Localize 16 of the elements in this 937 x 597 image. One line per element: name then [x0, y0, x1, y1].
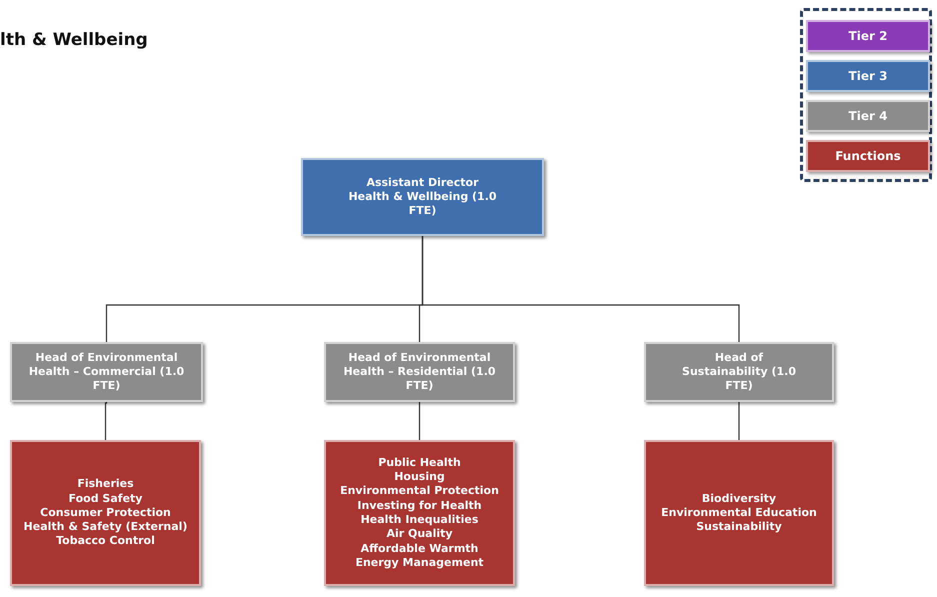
connector-line — [422, 236, 740, 342]
tier-4-box: Head of Sustainability (1.0 FTE) — [644, 342, 834, 402]
legend-swatch: Tier 3 — [806, 60, 930, 92]
functions-box: Public Health Housing Environmental Protection Investing for Health Health Inequalities Air Quality Affordable Warmth Energy Management — [324, 440, 515, 586]
tier-3-box: Assistant Director Health & Wellbeing (1.0 FTE) — [301, 158, 544, 236]
connector-line — [738, 402, 740, 440]
legend-swatch: Functions — [806, 140, 930, 172]
title: lth & Wellbeing — [0, 30, 148, 50]
functions-box: Biodiversity Environmental Education Sustainability — [644, 440, 834, 586]
tier-4-box: Head of Environmental Health – Commercial (1.0 FTE) — [10, 342, 203, 402]
connector-line — [104, 402, 108, 440]
legend-swatch: Tier 2 — [806, 20, 930, 52]
legend-swatch: Tier 4 — [806, 100, 930, 132]
tier-4-box: Head of Environmental Health – Residential (1.0 FTE) — [324, 342, 515, 402]
functions-box: Fisheries Food Safety Consumer Protection Health & Safety (External) Tobacco Control — [10, 440, 201, 586]
connector-line — [418, 402, 420, 440]
